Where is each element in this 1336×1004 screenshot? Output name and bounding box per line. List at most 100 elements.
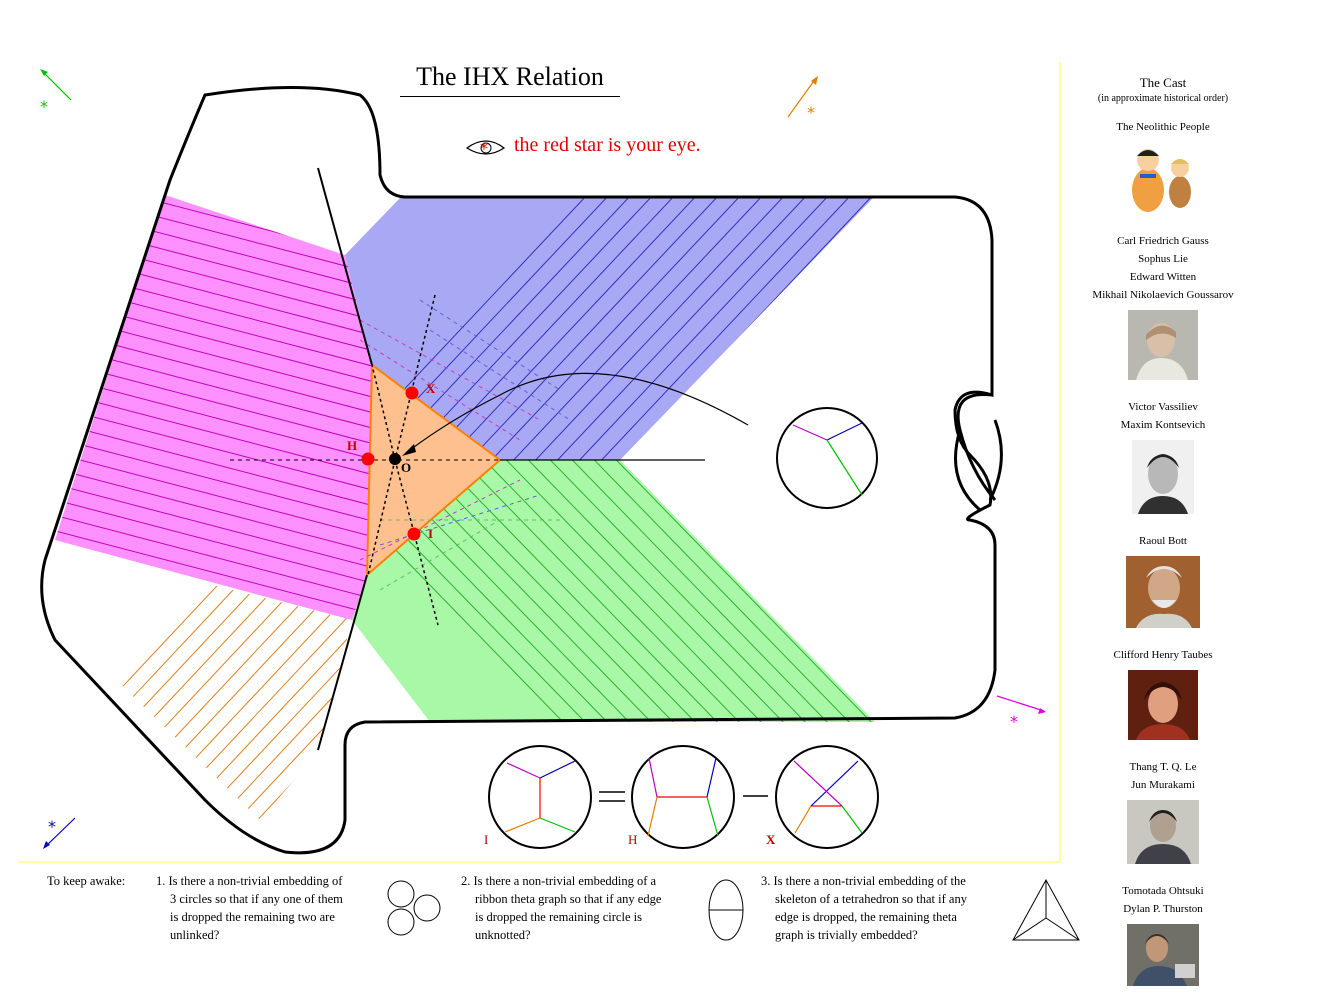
question-line: 1. Is there a non-trivial embedding of (156, 874, 343, 888)
eye-note: the red star is your eye. (514, 134, 701, 156)
cast-group-c: Raoul Bott (1070, 532, 1256, 550)
relation-label-h: H (628, 832, 637, 847)
knot-curl (954, 392, 1003, 512)
cast-name: Jun Murakami (1131, 779, 1195, 791)
hatch-line (557, 460, 875, 722)
cast-name: Maxim Kontsevich (1120, 419, 1206, 431)
portrait-bott (1126, 556, 1200, 628)
view-arrowhead (402, 444, 416, 456)
question-line: unknotted? (475, 928, 531, 942)
cast-group-b: Victor Vassiliev Maxim Kontsevich (1070, 398, 1256, 434)
hatch-line (541, 196, 863, 460)
tetrahedron-icon (1012, 878, 1080, 941)
question-line: 3 circles so that if any one of them (170, 892, 343, 906)
hatch-line (519, 196, 841, 460)
point-h (361, 452, 375, 466)
hatch-line (55, 500, 372, 612)
blue-region (345, 196, 875, 460)
cast-name: Sophus Lie (1138, 253, 1188, 265)
green-region (352, 460, 875, 722)
hatch-line (491, 460, 843, 722)
arrow-orange-icon: * (787, 76, 818, 122)
hatch-line (381, 460, 733, 722)
cast-panel: The Cast (in approximate historical orde… (1070, 74, 1256, 1004)
question-line: is dropped the remaining two are (170, 910, 335, 924)
question-line: ribbon theta graph so that if any edge (475, 892, 662, 906)
question-line: unlinked? (170, 928, 220, 942)
question-3: 3. Is there a non-trivial embedding of t… (761, 872, 1011, 944)
arrow-blue-icon: * (43, 817, 76, 849)
view-arc (409, 372, 749, 451)
hatch-line (497, 196, 819, 460)
question-line: 2. Is there a non-trivial embedding of a (461, 874, 657, 888)
ihx-figure: X H I O * * * * * (0, 62, 1234, 986)
question-line: 3. Is there a non-trivial embedding of t… (761, 874, 966, 888)
cast-name: Edward Witten (1129, 271, 1197, 283)
hatch-line (535, 460, 875, 722)
neolithic-people-image (1118, 142, 1208, 214)
cast-group-a: Carl Friedrich Gauss Sophus Lie Edward W… (1070, 232, 1256, 304)
hatch-line (475, 196, 797, 460)
three-circles-icon (387, 880, 441, 936)
point-o (389, 453, 401, 465)
hatch-line (352, 460, 601, 722)
hatch-line (453, 196, 775, 460)
cast-subheading: (in approximate historical order) (1097, 93, 1229, 104)
central-triangle (365, 363, 502, 578)
svg-text:*: * (480, 139, 488, 158)
relation-label-x: X (766, 832, 776, 847)
diagram-canvas: X H I O * * * * * (0, 62, 1080, 941)
cast-heading: The Cast (1139, 75, 1187, 90)
footer-intro: To keep awake: (47, 874, 126, 888)
relation-label-i: I (484, 832, 488, 847)
question-1: 1. Is there a non-trivial embedding of 3… (156, 872, 376, 944)
svg-text:*: * (807, 103, 815, 122)
eye-icon: * (465, 139, 506, 158)
surface-outline (40, 86, 997, 855)
portrait-le (1127, 800, 1199, 864)
hatch-line (469, 460, 821, 722)
hatch-line (352, 460, 623, 722)
hatch-line (219, 545, 352, 820)
hatch-line (352, 460, 689, 722)
label-o: O (401, 460, 411, 475)
hatch-line (513, 460, 865, 722)
view-circle (776, 407, 878, 509)
label-x: X (426, 381, 436, 396)
question-line: graph is trivially embedded? (775, 928, 918, 942)
cast-neolithic: The Neolithic People (1116, 121, 1210, 133)
cast-name: Dylan P. Thurston (1123, 903, 1203, 915)
hatch-line (447, 460, 799, 722)
portrait-goussarov (1128, 310, 1198, 380)
cast-group-f: Tomotada Ohtsuki Dylan P. Thurston (1070, 882, 1256, 918)
hatch-line (352, 460, 667, 722)
point-x (405, 386, 419, 400)
hatch-line (431, 196, 753, 460)
label-h: H (347, 438, 357, 453)
cast-group-e: Thang T. Q. Le Jun Murakami (1070, 758, 1256, 794)
cast-name: Clifford Henry Taubes (1113, 649, 1213, 661)
dotted-axes (367, 294, 439, 626)
hatch-line (352, 460, 645, 722)
arrow-magenta-icon: * (996, 695, 1046, 731)
cast-name: Mikhail Nikolaevich Goussarov (1092, 289, 1234, 301)
hatch-line (563, 196, 875, 460)
question-2: 2. Is there a non-trivial embedding of a… (461, 872, 701, 944)
relation-x (775, 745, 879, 849)
hatch-line (425, 460, 777, 722)
edge-lower (317, 574, 368, 751)
portrait-taubes (1128, 670, 1198, 740)
hatch-line (55, 516, 372, 620)
svg-text:*: * (1010, 712, 1018, 731)
cast-name: Raoul Bott (1139, 535, 1187, 547)
question-line: edge is dropped, the remaining theta (775, 910, 957, 924)
arrow-green-icon: * (40, 69, 72, 116)
question-line: is dropped the remaining circle is (475, 910, 642, 924)
magenta-region (55, 195, 372, 620)
relation-i (488, 745, 592, 849)
hatch-line (0, 625, 420, 735)
cast-name: Victor Vassiliev (1128, 401, 1198, 413)
dashed-projections (230, 299, 571, 591)
hatch-line (55, 485, 372, 596)
cast-name: Thang T. Q. Le (1129, 761, 1197, 773)
